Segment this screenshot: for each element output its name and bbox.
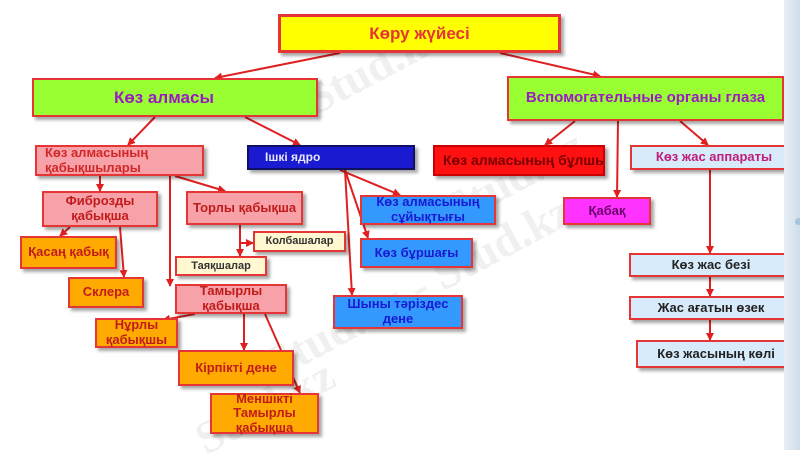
node-lens: Көз бұршағы bbox=[360, 238, 473, 268]
node-sclera: Склера bbox=[68, 277, 144, 308]
node-eyeball-membranes: Көз алмасының қабықшылары bbox=[35, 145, 204, 176]
arrow-core-chamber bbox=[344, 169, 370, 239]
node-lacrimal-duct: Жас ағатын өзек bbox=[629, 296, 793, 320]
node-inner-core-label: Ішкі ядро bbox=[265, 149, 321, 164]
node-cones: Колбашалар bbox=[253, 231, 346, 252]
arrow-fibrous-sclera bbox=[119, 226, 128, 278]
arrow-root-aux bbox=[499, 52, 601, 79]
node-eye-muscles: Көз алмасының бұлшық еттері bbox=[433, 145, 605, 176]
arrow-eyeball-membranes bbox=[127, 116, 156, 146]
slide-edge-decoration bbox=[784, 0, 800, 450]
arrow-aux-lacrimal bbox=[679, 120, 709, 146]
node-lacrimal-lake: Көз жасының көлі bbox=[636, 340, 796, 368]
node-visual-system: Көру жүйесі bbox=[278, 14, 561, 53]
arrow-aux-eyelid bbox=[613, 120, 622, 198]
slide-edge-dot bbox=[795, 218, 800, 225]
node-lacrimal-apparatus: Көз жас аппараты bbox=[630, 145, 798, 170]
node-eyeball: Көз алмасы bbox=[32, 78, 318, 117]
arrow-fibrous-cornea bbox=[59, 226, 71, 237]
arrow-aux-muscles bbox=[544, 120, 576, 146]
arrow-root-eyeball bbox=[214, 52, 341, 81]
node-iris: Нұрлы қабықшы bbox=[95, 318, 178, 348]
node-inner-core: Ішкі ядро bbox=[247, 145, 415, 170]
diagram-canvas: Stud.kz Stud.kz Stud.kz - Stud.kz Stud.k… bbox=[20, 0, 800, 464]
node-rods: Таяқшалар bbox=[175, 256, 267, 276]
node-fibrous-membrane: Фиброзды қабықша bbox=[42, 191, 158, 227]
node-choroid: Меншікті Тамырлы қабықша bbox=[210, 391, 319, 435]
arrow-membranes-retina bbox=[174, 175, 226, 193]
arrow-core-aqueous bbox=[339, 169, 401, 196]
node-lacrimal-gland: Көз жас безі bbox=[629, 253, 793, 277]
arrow-eyeball-core bbox=[244, 116, 301, 146]
node-vitreous-body: Шыны тәріздес дене bbox=[333, 295, 463, 329]
arrow-core-vitreous bbox=[344, 169, 356, 296]
node-retina: Торлы қабықша bbox=[186, 191, 303, 225]
node-vascular-membrane: Тамырлы қабықша bbox=[175, 284, 287, 314]
node-eyelid: Қабақ bbox=[563, 197, 651, 225]
node-aqueous-humor: Көз алмасының сұйықтығы bbox=[360, 195, 496, 225]
node-aux-organs: Вспомогательные органы глаза bbox=[507, 76, 784, 121]
node-cornea: Қасаң қабық bbox=[20, 236, 117, 269]
node-ciliary-body: Кірпікті дене bbox=[178, 350, 294, 386]
